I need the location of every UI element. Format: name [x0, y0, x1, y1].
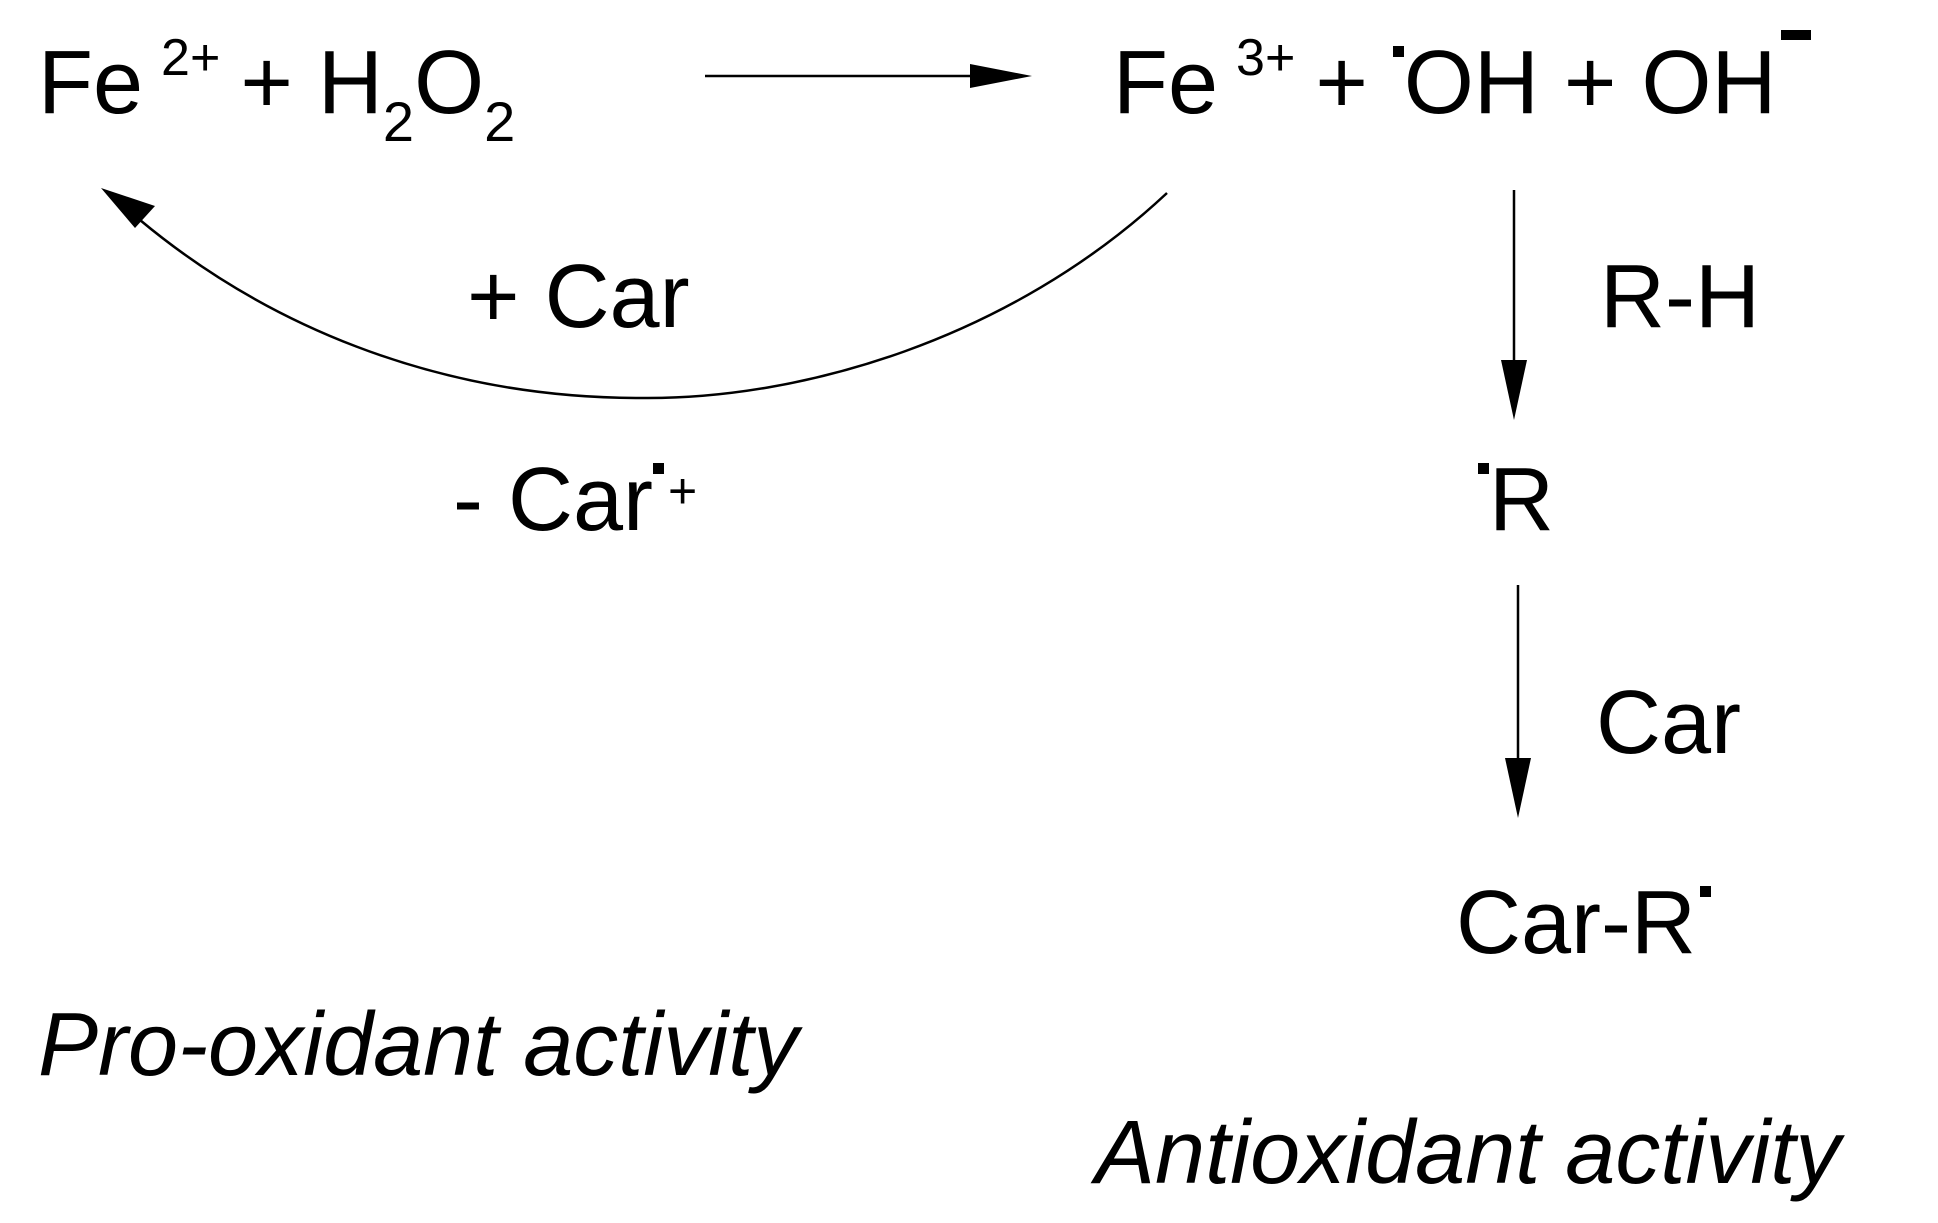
car-radical-dot	[653, 463, 664, 474]
rh-abstraction-arrow	[1501, 190, 1527, 420]
reactant-fe-charge: 2+	[161, 29, 221, 87]
product-fe-symbol: Fe	[1113, 33, 1219, 133]
reactant-fe-symbol: Fe	[38, 33, 144, 133]
add-car-label: + Car	[467, 247, 690, 347]
regeneration-curved-arrow	[101, 188, 1168, 400]
plus-sign-3: +	[1563, 33, 1617, 133]
oh-anion: OH	[1641, 33, 1777, 133]
plus-sign-1: +	[240, 33, 293, 133]
forward-reaction-arrow	[705, 64, 1032, 88]
r-radical: R	[1478, 455, 1554, 545]
car-label: Car	[1596, 673, 1742, 773]
car-radical-charge: +	[668, 463, 698, 519]
h2o2-h: H	[317, 33, 383, 133]
minus-car-radical-cation: - Car+	[453, 455, 697, 545]
antioxidant-caption: Antioxidant activity	[1095, 1103, 1841, 1203]
car-addition-arrow	[1505, 585, 1531, 818]
rh-label: R-H	[1600, 247, 1760, 347]
h2o2-sub-1: 2	[382, 90, 415, 153]
oh-radical: OH	[1403, 33, 1539, 133]
product-fe-charge: 3+	[1236, 29, 1296, 87]
r-radical-letter: R	[1489, 450, 1554, 550]
car-r-radical-dot	[1700, 886, 1711, 897]
minus-car-text: - Car	[453, 450, 653, 550]
car-r-text: Car-R	[1456, 873, 1696, 973]
plus-sign-2: +	[1315, 33, 1368, 133]
pro-oxidant-caption: Pro-oxidant activity	[38, 995, 799, 1095]
r-radical-dot	[1478, 463, 1489, 474]
h2o2-sub-2: 2	[484, 90, 516, 153]
car-r-product: Car-R	[1456, 878, 1711, 968]
oh-anion-minus	[1780, 30, 1811, 40]
h2o2-o: O	[414, 33, 485, 133]
oh-radical-dot	[1392, 46, 1404, 57]
